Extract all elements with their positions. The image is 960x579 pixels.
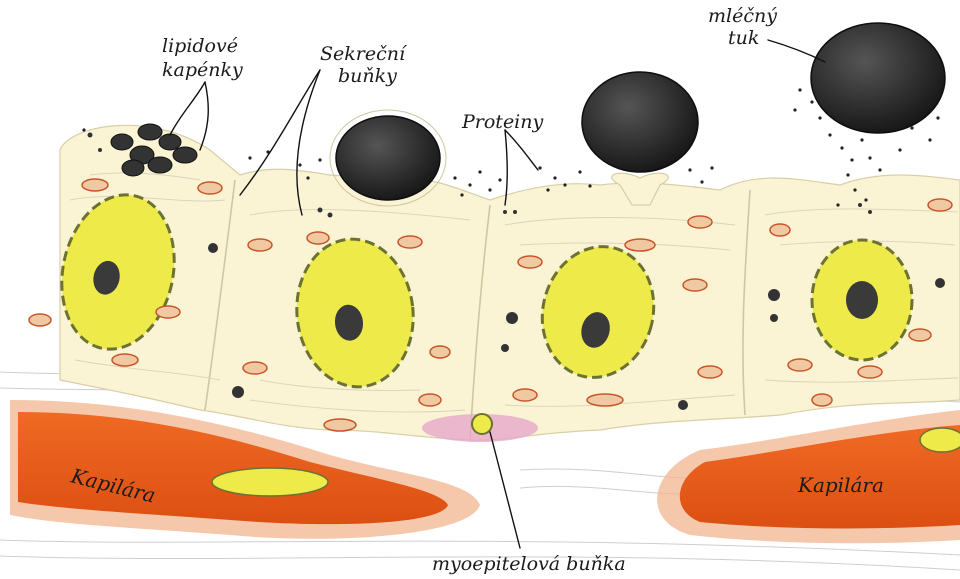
label-proteins: Proteiny: [461, 111, 543, 133]
label-myoepithelial: myoepitelová buňka: [432, 553, 626, 575]
label-secretory-line2: buňky: [338, 65, 397, 87]
capillary-left-cell: [212, 468, 328, 496]
leader-proteins-b: [505, 130, 538, 170]
leader-lipid: [170, 82, 205, 135]
label-milk-fat-line2: tuk: [728, 27, 759, 49]
capillary-right-cell: [920, 428, 960, 452]
myoepithelial-cell: [422, 414, 538, 442]
nucleolus-4: [846, 281, 878, 319]
leader-proteins-a: [505, 130, 507, 205]
fat-globule-3: [811, 23, 945, 133]
label-lipid-line2: kapénky: [162, 59, 243, 81]
label-capillary-right: Kapilára: [797, 473, 884, 497]
secretory-cell-layer: [29, 23, 960, 440]
label-lipid-line1: lipidové: [162, 35, 238, 57]
label-secretory-line1: Sekreční: [320, 43, 408, 65]
nucleus-4: [812, 240, 912, 360]
leader-lipid-2: [200, 82, 208, 150]
leader-myoepithelial: [490, 432, 520, 548]
label-milk-fat-line1: mléčný: [708, 5, 777, 27]
